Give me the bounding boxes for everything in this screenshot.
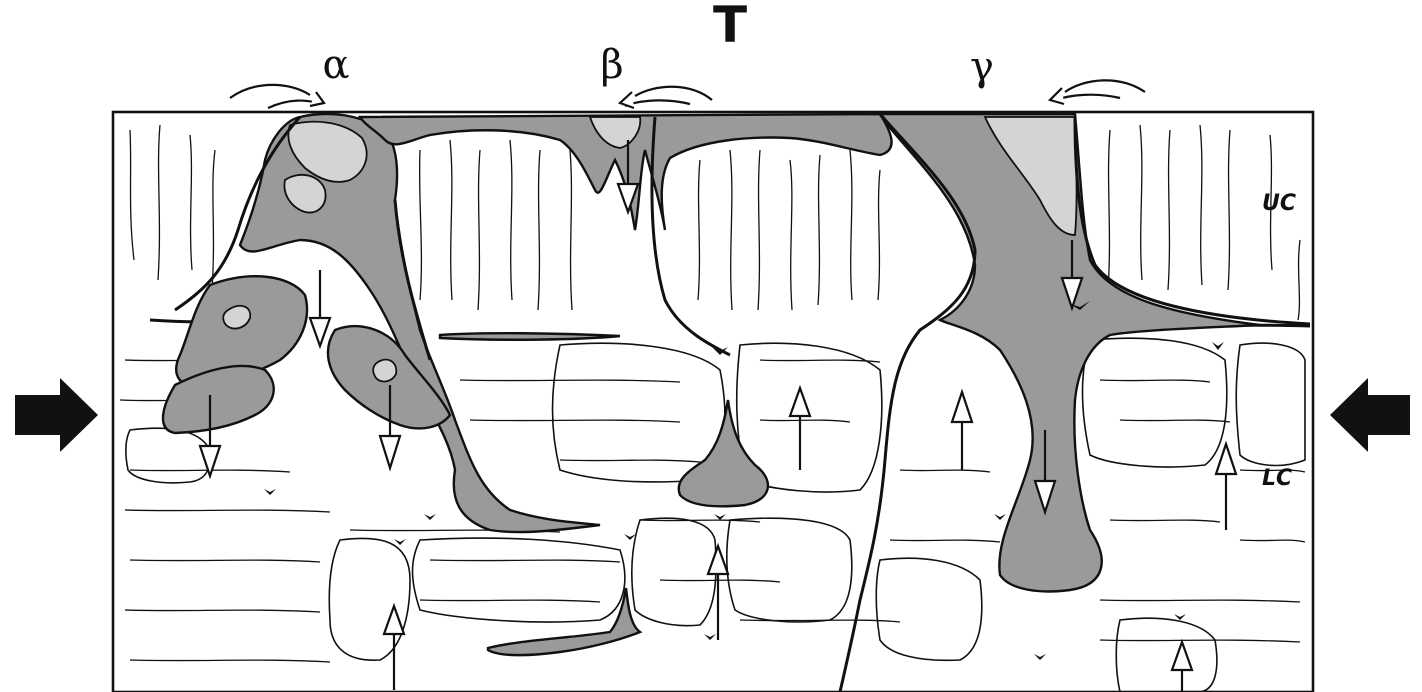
beta-label: β (600, 42, 623, 88)
curved-arrow-icon (1050, 80, 1145, 104)
curved-arrow-icon (230, 85, 324, 108)
gamma-label: γ (970, 44, 994, 90)
alpha-label: α (322, 42, 349, 88)
upper-crust-label: UC (1262, 191, 1296, 216)
lower-crust-label: LC (1262, 466, 1292, 491)
top-marker-label: T (713, 0, 747, 54)
surface-flow-arrows (230, 80, 1145, 108)
right-arrow-icon (15, 378, 98, 452)
melt-sill (440, 333, 620, 340)
left-arrow-icon (1330, 378, 1410, 452)
curved-arrow-icon (620, 87, 712, 108)
